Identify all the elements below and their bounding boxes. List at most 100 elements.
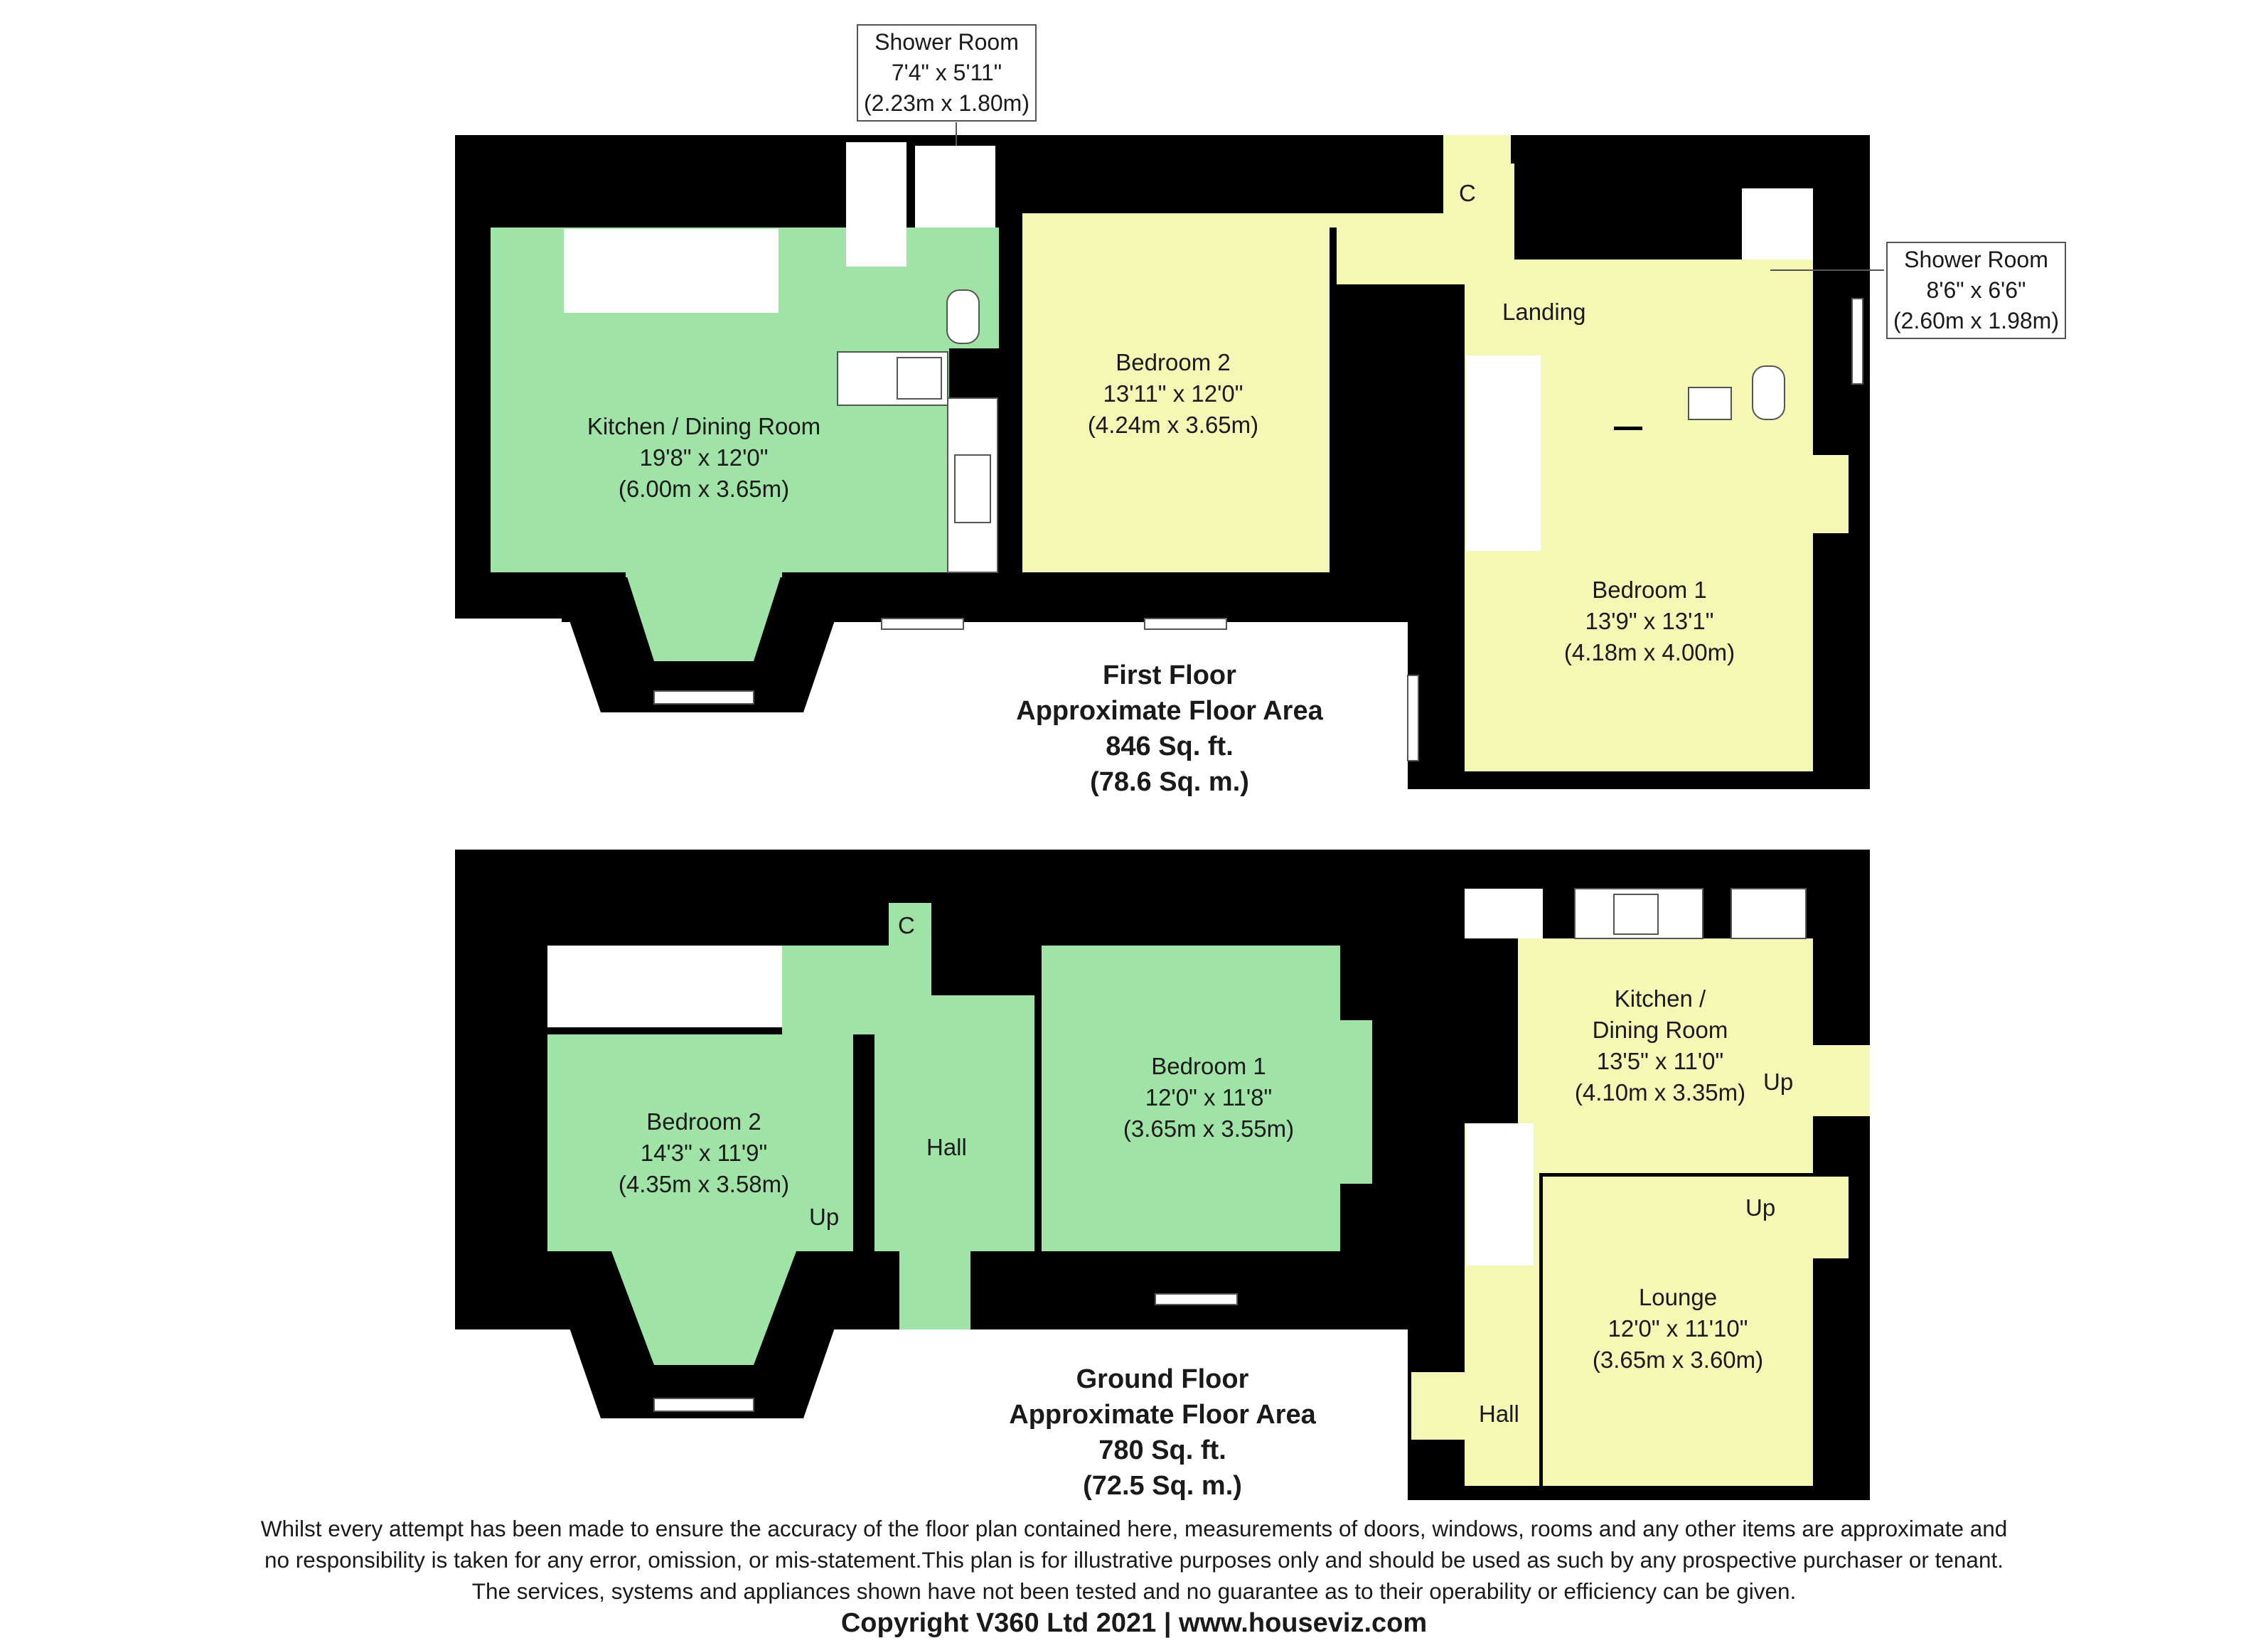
gf-small-hall-label: Hall <box>1479 1401 1519 1427</box>
ff-hob <box>897 357 942 400</box>
gf-lounge-imperial: 12'0" x 11'10" <box>1608 1315 1748 1342</box>
ff-bedroom2-name: Bedroom 2 <box>1116 349 1231 375</box>
ff-sink <box>954 454 991 523</box>
ff-shower-room-a-imperial: 7'4" x 5'11" <box>891 60 1002 85</box>
gf-bedroom2-imperial: 14'3" x 11'9" <box>640 1140 768 1166</box>
gf-bedroom1-imperial: 12'0" x 11'8" <box>1145 1084 1273 1111</box>
ff-shower-room-a-metric: (2.23m x 1.80m) <box>864 90 1029 116</box>
copyright: Copyright V360 Ltd 2021 | www.houseviz.c… <box>840 1608 1428 1638</box>
gf-kitchen-worktop-left <box>1465 889 1543 938</box>
ff-basin-b <box>1688 387 1732 420</box>
gf-area-sqft: 780 Sq. ft. <box>1098 1435 1226 1465</box>
ff-area-title: First Floor <box>1103 660 1236 690</box>
ff-bedroom1-label: Bedroom 1 13'9" x 13'1" (4.18m x 4.00m) <box>1507 574 1792 668</box>
ff-bedroom2-imperial: 13'11" x 12'0" <box>1103 380 1243 407</box>
ff-shower-room-a-label: Shower Room 7'4" x 5'11" (2.23m x 1.80m) <box>857 24 1037 122</box>
disclaimer: Whilst every attempt has been made to en… <box>85 1513 2183 1607</box>
ff-window-5 <box>1851 298 1863 385</box>
ff-cupboard-label: C <box>1459 180 1476 206</box>
gf-stairs-up-label-left: Up <box>809 1204 840 1230</box>
ff-bedroom2-label: Bedroom 2 13'11" x 12'0" (4.24m x 3.65m) <box>1031 347 1315 441</box>
gf-stairs-up-label-kitchen: Up <box>1763 1069 1794 1095</box>
gf-cupboard-floor <box>889 903 931 949</box>
ff-shower-room-b-metric: (2.60m x 1.98m) <box>1893 308 2059 333</box>
ff-rear-stairs <box>846 142 906 267</box>
ground-floor-plan <box>455 850 1870 1500</box>
gf-lounge-metric: (3.65m x 3.60m) <box>1592 1347 1764 1373</box>
gf-bedroom2-name: Bedroom 2 <box>646 1108 761 1135</box>
gf-bedroom2-metric: (4.35m x 3.58m) <box>618 1171 790 1197</box>
gf-hall-stairs <box>1466 1123 1534 1265</box>
gf-cupboard-label: C <box>898 912 915 938</box>
gf-bedroom1-floor <box>1042 946 1372 1251</box>
ff-area-subtitle: Approximate Floor Area <box>1016 696 1323 726</box>
ff-bedroom1-name: Bedroom 1 <box>1592 577 1707 603</box>
ff-wall-bay <box>569 619 835 712</box>
gf-area-title: Ground Floor <box>1076 1364 1249 1394</box>
gf-lounge-name: Lounge <box>1638 1284 1718 1310</box>
ff-landing-label: Landing <box>1502 299 1586 325</box>
gf-kitchen-hob <box>1613 894 1659 935</box>
ff-shower-room-b-imperial: 8'6" x 6'6" <box>1926 277 2026 303</box>
gf-kitchen-dining-metric: (4.10m x 3.35m) <box>1574 1079 1746 1106</box>
ff-area-summary: First Floor Approximate Floor Area 846 S… <box>981 658 1358 800</box>
gf-area-summary: Ground Floor Approximate Floor Area 780 … <box>974 1361 1351 1504</box>
ff-shower-room-a-name: Shower Room <box>874 29 1019 55</box>
disclaimer-line-1: Whilst every attempt has been made to en… <box>260 1516 2008 1541</box>
gf-kitchen-side-door <box>1813 1045 1870 1116</box>
gf-kitchen-sink-unit <box>1731 888 1807 939</box>
ff-bedroom1-floor <box>1465 430 1849 771</box>
ff-bay-notch-left <box>455 619 562 626</box>
ff-kitchen-dining-name: Kitchen / Dining Room <box>587 413 821 439</box>
ff-cupboard-floor <box>1443 135 1511 220</box>
ff-window-2 <box>1144 618 1227 630</box>
ff-area-sqft: 846 Sq. ft. <box>1106 732 1234 761</box>
gf-bedroom1-metric: (3.65m x 3.55m) <box>1123 1115 1295 1142</box>
first-floor-plan <box>455 135 1870 789</box>
ff-bedroom1-imperial: 13'9" x 13'1" <box>1585 608 1714 634</box>
gf-kitchen-dining-imperial: 13'5" x 11'0" <box>1596 1048 1724 1074</box>
gf-wall-bay <box>569 1326 835 1418</box>
gf-bedroom2-stairs <box>547 946 782 1027</box>
gf-stairs-up-label-lounge: Up <box>1745 1194 1776 1221</box>
gf-bedroom1-name: Bedroom 1 <box>1151 1053 1266 1079</box>
ff-shower-tray <box>915 146 995 228</box>
ff-landing-stairs <box>1466 355 1541 551</box>
gf-window-2 <box>653 1398 754 1412</box>
disclaimer-line-2: no responsibility is taken for any error… <box>264 1547 2004 1573</box>
ff-bedroom2-floor <box>1022 213 1330 572</box>
ff-area-sqm: (78.6 Sq. m.) <box>1090 767 1249 797</box>
gf-kitchen-dining-name-1: Kitchen / <box>1614 985 1706 1012</box>
gf-area-subtitle: Approximate Floor Area <box>1009 1400 1316 1430</box>
ff-window-4 <box>1407 675 1419 761</box>
ff-shower-room-b-label: Shower Room 8'6" x 6'6" (2.60m x 1.98m) <box>1886 242 2066 339</box>
gf-hall-label: Hall <box>926 1134 967 1160</box>
gf-kitchen-dining-label: Kitchen / Dining Room 13'5" x 11'0" (4.1… <box>1518 983 1802 1108</box>
gf-lounge-floor <box>1543 1177 1849 1486</box>
ff-kitchen-bay-floor <box>626 572 782 661</box>
disclaimer-line-3: The services, systems and appliances sho… <box>471 1578 1797 1604</box>
gf-bedroom2-floor <box>547 1034 853 1365</box>
ff-kitchen-dining-floor <box>491 228 949 577</box>
ff-kitchen-dining-label: Kitchen / Dining Room 19'8" x 12'0" (6.0… <box>526 411 882 505</box>
gf-bedroom1-label: Bedroom 1 12'0" x 11'8" (3.65m x 3.55m) <box>1066 1051 1351 1145</box>
ff-kitchen-dining-imperial: 19'8" x 12'0" <box>639 444 769 471</box>
gf-kitchen-dining-name-2: Dining Room <box>1592 1017 1728 1043</box>
gf-lounge-label: Lounge 12'0" x 11'10" (3.65m x 3.60m) <box>1536 1282 1820 1376</box>
ff-window-3 <box>653 690 754 705</box>
ff-window-1 <box>881 618 964 630</box>
ff-kitchen-dining-metric: (6.00m x 3.65m) <box>618 476 790 502</box>
gf-hall-floor <box>782 903 1034 1329</box>
ff-bedroom2-metric: (4.24m x 3.65m) <box>1087 412 1259 438</box>
gf-kitchen-floor <box>1518 938 1813 1173</box>
ff-toilet <box>946 289 980 344</box>
ff-toilet-b <box>1752 365 1785 420</box>
ff-landing-floor <box>1266 164 1642 555</box>
gf-area-sqm: (72.5 Sq. m.) <box>1083 1471 1242 1501</box>
gf-bedroom2-label: Bedroom 2 14'3" x 11'9" (4.35m x 3.58m) <box>562 1106 846 1200</box>
ff-shower-tray-b <box>1742 188 1813 259</box>
gf-door-front <box>903 1262 967 1329</box>
ff-shower-room-b-name: Shower Room <box>1904 247 2048 272</box>
ff-bedroom1-metric: (4.18m x 4.00m) <box>1563 639 1735 665</box>
